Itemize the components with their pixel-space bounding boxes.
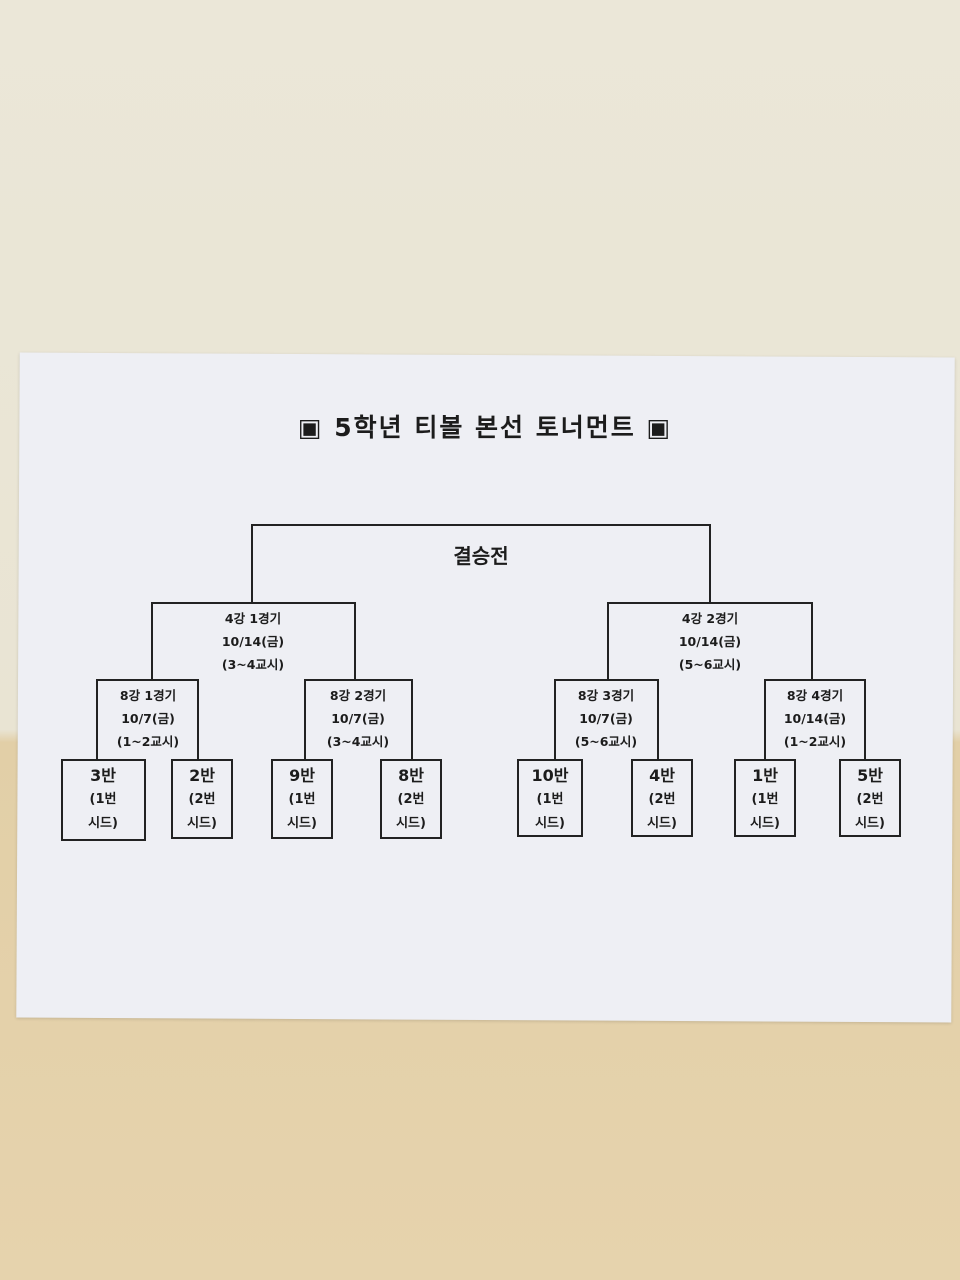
team-box — [271, 759, 333, 839]
team-box — [171, 759, 233, 839]
team-box — [380, 759, 442, 839]
team-box — [734, 759, 796, 837]
quarterfinal-4: 8강 4경기 10/14(금) (1~2교시) — [784, 684, 846, 753]
team-box — [517, 759, 583, 837]
team-box — [631, 759, 693, 837]
quarterfinal-4-connector — [764, 679, 866, 760]
team-seed: (1번 — [288, 792, 316, 807]
final-label: 결승전 — [453, 544, 509, 568]
team-4: 4반 (2번 시드) — [647, 764, 677, 836]
match-date: 10/7(금) — [331, 711, 385, 726]
team-8: 8반 (2번 시드) — [396, 764, 426, 836]
team-seed: 시드) — [187, 816, 217, 831]
quarterfinal-2: 8강 2경기 10/7(금) (3~4교시) — [327, 684, 389, 753]
team-name: 10반 — [531, 766, 569, 785]
match-date: 10/14(금) — [783, 711, 847, 726]
match-period: (3~4교시) — [326, 734, 390, 749]
match-period: (5~6교시) — [574, 734, 638, 749]
match-date: 10/14(금) — [678, 634, 742, 649]
match-date: 10/14(금) — [221, 634, 285, 649]
team-3: 3반 (1번 시드) — [88, 764, 118, 836]
team-name: 9반 — [289, 766, 315, 785]
team-10: 10반 (1번 시드) — [532, 764, 569, 836]
team-seed: 시드) — [396, 816, 426, 831]
team-seed: 시드) — [647, 816, 677, 831]
match-period: (3~4교시) — [221, 657, 285, 672]
team-5: 5반 (2번 시드) — [855, 764, 885, 836]
team-seed: (1번 — [536, 792, 564, 807]
team-seed: (2번 — [856, 792, 884, 807]
team-name: 8반 — [398, 766, 424, 785]
team-seed: 시드) — [750, 816, 780, 831]
quarterfinal-2-connector — [304, 679, 413, 760]
quarterfinal-1: 8강 1경기 10/7(금) (1~2교시) — [117, 684, 179, 753]
match-name: 8강 4경기 — [786, 688, 844, 703]
team-seed: (2번 — [188, 792, 216, 807]
team-seed: (1번 — [751, 792, 779, 807]
match-period: (1~2교시) — [783, 734, 847, 749]
page-title: ▣ 5학년 티볼 본선 토너먼트 ▣ — [297, 413, 673, 442]
team-name: 1반 — [752, 766, 778, 785]
team-9: 9반 (1번 시드) — [287, 764, 317, 836]
team-box — [839, 759, 901, 837]
team-name: 5반 — [857, 766, 883, 785]
match-name: 8강 1경기 — [119, 688, 177, 703]
quarterfinal-3-connector — [554, 679, 659, 760]
semifinal-1: 4강 1경기 10/14(금) (3~4교시) — [222, 607, 284, 676]
team-seed: 시드) — [535, 816, 565, 831]
quarterfinal-3: 8강 3경기 10/7(금) (5~6교시) — [575, 684, 637, 753]
match-name: 4강 1경기 — [224, 611, 282, 626]
match-date: 10/7(금) — [121, 711, 175, 726]
final-connector — [251, 524, 711, 603]
match-name: 8강 3경기 — [577, 688, 635, 703]
quarterfinal-1-connector — [96, 679, 199, 760]
team-box — [61, 759, 146, 841]
team-seed: 시드) — [855, 816, 885, 831]
team-seed: (1번 — [89, 792, 117, 807]
team-seed: 시드) — [287, 816, 317, 831]
team-name: 2반 — [189, 766, 215, 785]
team-seed: (2번 — [397, 792, 425, 807]
team-name: 3반 — [90, 766, 116, 785]
team-seed: (2번 — [648, 792, 676, 807]
team-2: 2반 (2번 시드) — [187, 764, 217, 836]
team-1: 1반 (1번 시드) — [750, 764, 780, 836]
team-name: 4반 — [649, 766, 675, 785]
team-seed: 시드) — [88, 816, 118, 831]
semifinal-1-connector — [151, 602, 356, 680]
semifinal-2-connector — [607, 602, 813, 680]
match-name: 8강 2경기 — [329, 688, 387, 703]
match-date: 10/7(금) — [579, 711, 633, 726]
match-period: (1~2교시) — [116, 734, 180, 749]
match-period: (5~6교시) — [678, 657, 742, 672]
semifinal-2: 4강 2경기 10/14(금) (5~6교시) — [679, 607, 741, 676]
match-name: 4강 2경기 — [681, 611, 739, 626]
